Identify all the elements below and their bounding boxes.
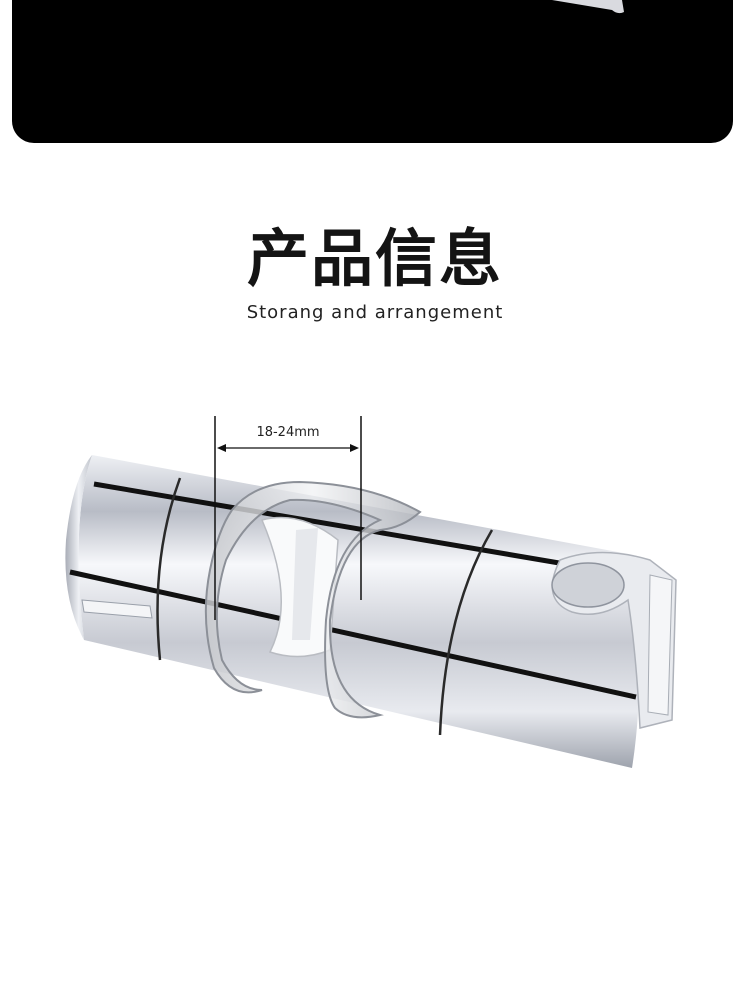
section-subtitle: Storang and arrangement <box>246 302 504 323</box>
shower-slider-illustration: 18-24mm <box>65 416 677 768</box>
end-slot <box>81 599 153 619</box>
section-title: 产品信息 <box>246 222 503 295</box>
arrow-right-icon <box>350 444 359 452</box>
dimension-label: 18-24mm <box>256 425 319 440</box>
seam-left <box>156 477 182 661</box>
transparent-clip <box>204 480 422 719</box>
inner-clamp <box>260 516 339 658</box>
product-image: 18-24mm <box>0 400 750 800</box>
arrow-left-icon <box>217 444 226 452</box>
section-header: 产品信息 Storang and arrangement <box>0 222 750 324</box>
banner-product-edge <box>552 0 624 14</box>
holder-cup <box>551 551 677 729</box>
chrome-body <box>65 455 640 768</box>
dimension-annotation: 18-24mm <box>214 416 362 620</box>
stripe-bottom <box>69 569 637 700</box>
seam-right <box>438 529 494 736</box>
stripe-top <box>93 481 631 578</box>
top-banner-image <box>12 0 733 143</box>
